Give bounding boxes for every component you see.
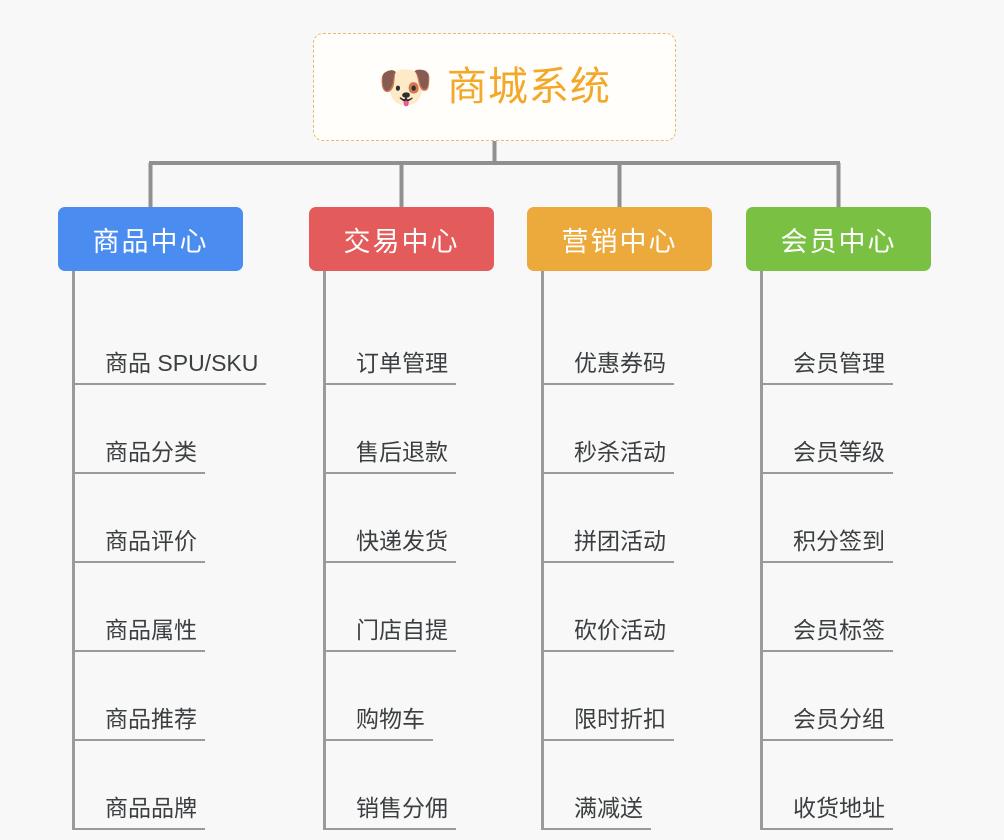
list-item[interactable]: 砍价活动 (544, 563, 712, 652)
leaf-label: 商品推荐 (75, 706, 205, 741)
leaf-label: 订单管理 (326, 350, 456, 385)
branch-column-4: 会员中心 会员管理 会员等级 积分签到 会员标签 会员分组 收货地址 (746, 207, 931, 830)
list-item[interactable]: 商品品牌 (75, 741, 266, 830)
list-item[interactable]: 会员管理 (763, 296, 931, 385)
branch-header-label: 交易中心 (343, 226, 460, 257)
list-item[interactable]: 售后退款 (326, 385, 494, 474)
list-item[interactable]: 积分签到 (763, 474, 931, 563)
page-title: 商城系统 (446, 65, 611, 109)
branch-items-2: 订单管理 售后退款 快递发货 门店自提 购物车 销售分佣 (323, 271, 494, 830)
list-item[interactable]: 销售分佣 (326, 741, 494, 830)
list-item[interactable]: 优惠券码 (544, 296, 712, 385)
list-item[interactable]: 满减送 (544, 741, 712, 830)
branch-header-2[interactable]: 交易中心 (309, 207, 494, 271)
branch-column-2: 交易中心 订单管理 售后退款 快递发货 门店自提 购物车 销售分佣 (309, 207, 494, 830)
list-item[interactable]: 购物车 (326, 652, 494, 741)
leaf-label: 积分签到 (763, 528, 893, 563)
list-item[interactable]: 秒杀活动 (544, 385, 712, 474)
leaf-label: 商品品牌 (75, 795, 205, 830)
list-item[interactable]: 订单管理 (326, 296, 494, 385)
leaf-label: 满减送 (544, 795, 651, 830)
list-item[interactable]: 会员等级 (763, 385, 931, 474)
dog-face-icon: 🐶 (378, 63, 433, 112)
branch-header-1[interactable]: 商品中心 (58, 207, 243, 271)
leaf-label: 拼团活动 (544, 528, 674, 563)
list-item[interactable]: 门店自提 (326, 563, 494, 652)
leaf-label: 砍价活动 (544, 617, 674, 652)
leaf-label: 会员管理 (763, 350, 893, 385)
branch-header-label: 营销中心 (561, 226, 678, 257)
list-item[interactable]: 收货地址 (763, 741, 931, 830)
list-item[interactable]: 限时折扣 (544, 652, 712, 741)
leaf-label: 购物车 (326, 706, 433, 741)
list-item[interactable]: 拼团活动 (544, 474, 712, 563)
leaf-label: 商品分类 (75, 439, 205, 474)
list-item[interactable]: 商品 SPU/SKU (75, 296, 267, 385)
list-item[interactable]: 商品推荐 (75, 652, 266, 741)
branch-header-label: 商品中心 (92, 226, 209, 257)
leaf-label: 收货地址 (763, 795, 893, 830)
branch-header-label: 会员中心 (780, 226, 897, 257)
list-item[interactable]: 商品评价 (75, 474, 266, 563)
root-node[interactable]: 🐶 商城系统 (313, 33, 676, 141)
leaf-label: 限时折扣 (544, 706, 674, 741)
list-item[interactable]: 快递发货 (326, 474, 494, 563)
branch-items-4: 会员管理 会员等级 积分签到 会员标签 会员分组 收货地址 (760, 271, 931, 830)
branch-header-3[interactable]: 营销中心 (527, 207, 712, 271)
branch-items-1: 商品 SPU/SKU 商品分类 商品评价 商品属性 商品推荐 商品品牌 (72, 271, 267, 830)
branch-items-3: 优惠券码 秒杀活动 拼团活动 砍价活动 限时折扣 满减送 (541, 271, 712, 830)
leaf-label: 商品评价 (75, 528, 205, 563)
branch-column-1: 商品中心 商品 SPU/SKU 商品分类 商品评价 商品属性 商品推荐 商品品牌 (58, 207, 267, 830)
leaf-label: 门店自提 (326, 617, 456, 652)
leaf-label: 会员标签 (763, 617, 893, 652)
leaf-label: 优惠券码 (544, 350, 674, 385)
branch-header-4[interactable]: 会员中心 (746, 207, 931, 271)
leaf-label: 会员等级 (763, 439, 893, 474)
leaf-label: 秒杀活动 (544, 439, 674, 474)
list-item[interactable]: 商品分类 (75, 385, 266, 474)
leaf-label: 商品属性 (75, 617, 205, 652)
leaf-label: 售后退款 (326, 439, 456, 474)
leaf-label: 商品 SPU/SKU (75, 350, 267, 385)
branch-column-3: 营销中心 优惠券码 秒杀活动 拼团活动 砍价活动 限时折扣 满减送 (527, 207, 712, 830)
leaf-label: 会员分组 (763, 706, 893, 741)
list-item[interactable]: 会员分组 (763, 652, 931, 741)
leaf-label: 销售分佣 (326, 795, 456, 830)
list-item[interactable]: 商品属性 (75, 563, 266, 652)
leaf-label: 快递发货 (326, 528, 456, 563)
list-item[interactable]: 会员标签 (763, 563, 931, 652)
